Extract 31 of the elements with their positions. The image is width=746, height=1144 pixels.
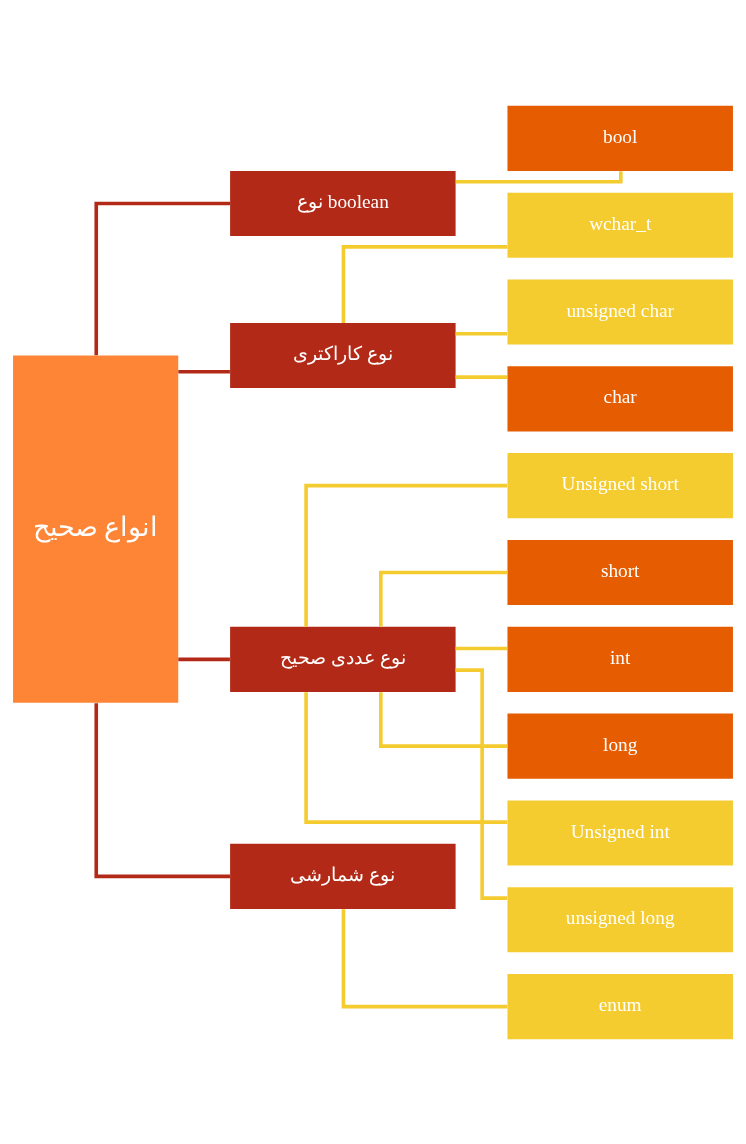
- connector: [455, 374, 508, 379]
- connector: [341, 244, 508, 323]
- node-box: int: [507, 626, 733, 692]
- connector: [178, 657, 230, 661]
- connector: [94, 201, 230, 355]
- node-box: نوع کاراکتری: [230, 322, 456, 388]
- connector: [455, 646, 508, 650]
- connector: [304, 691, 508, 824]
- node-box: enum: [507, 973, 733, 1039]
- connector: [341, 908, 508, 1008]
- connector: [455, 667, 508, 900]
- connector: [379, 691, 508, 748]
- node-box: Unsigned short: [507, 452, 733, 518]
- node-box: نوع boolean: [230, 170, 456, 236]
- node-box: نوع عددی صحیح: [230, 626, 456, 692]
- node-box: نوع شمارشی: [230, 843, 456, 909]
- node-box: Unsigned int: [507, 799, 733, 866]
- node-box: انواع صحیح: [13, 354, 179, 703]
- connector: [178, 369, 230, 374]
- connector: [379, 570, 508, 626]
- node-box: short: [507, 539, 733, 605]
- node-box: char: [507, 365, 733, 431]
- node-box: long: [507, 713, 733, 779]
- node-box: bool: [507, 105, 733, 171]
- node-box: unsigned long: [507, 886, 733, 952]
- connector: [455, 170, 623, 184]
- connector: [455, 331, 508, 336]
- node-box: wchar_t: [507, 192, 733, 258]
- connector: [304, 483, 508, 627]
- connector: [94, 702, 230, 878]
- node-box: unsigned char: [507, 278, 733, 345]
